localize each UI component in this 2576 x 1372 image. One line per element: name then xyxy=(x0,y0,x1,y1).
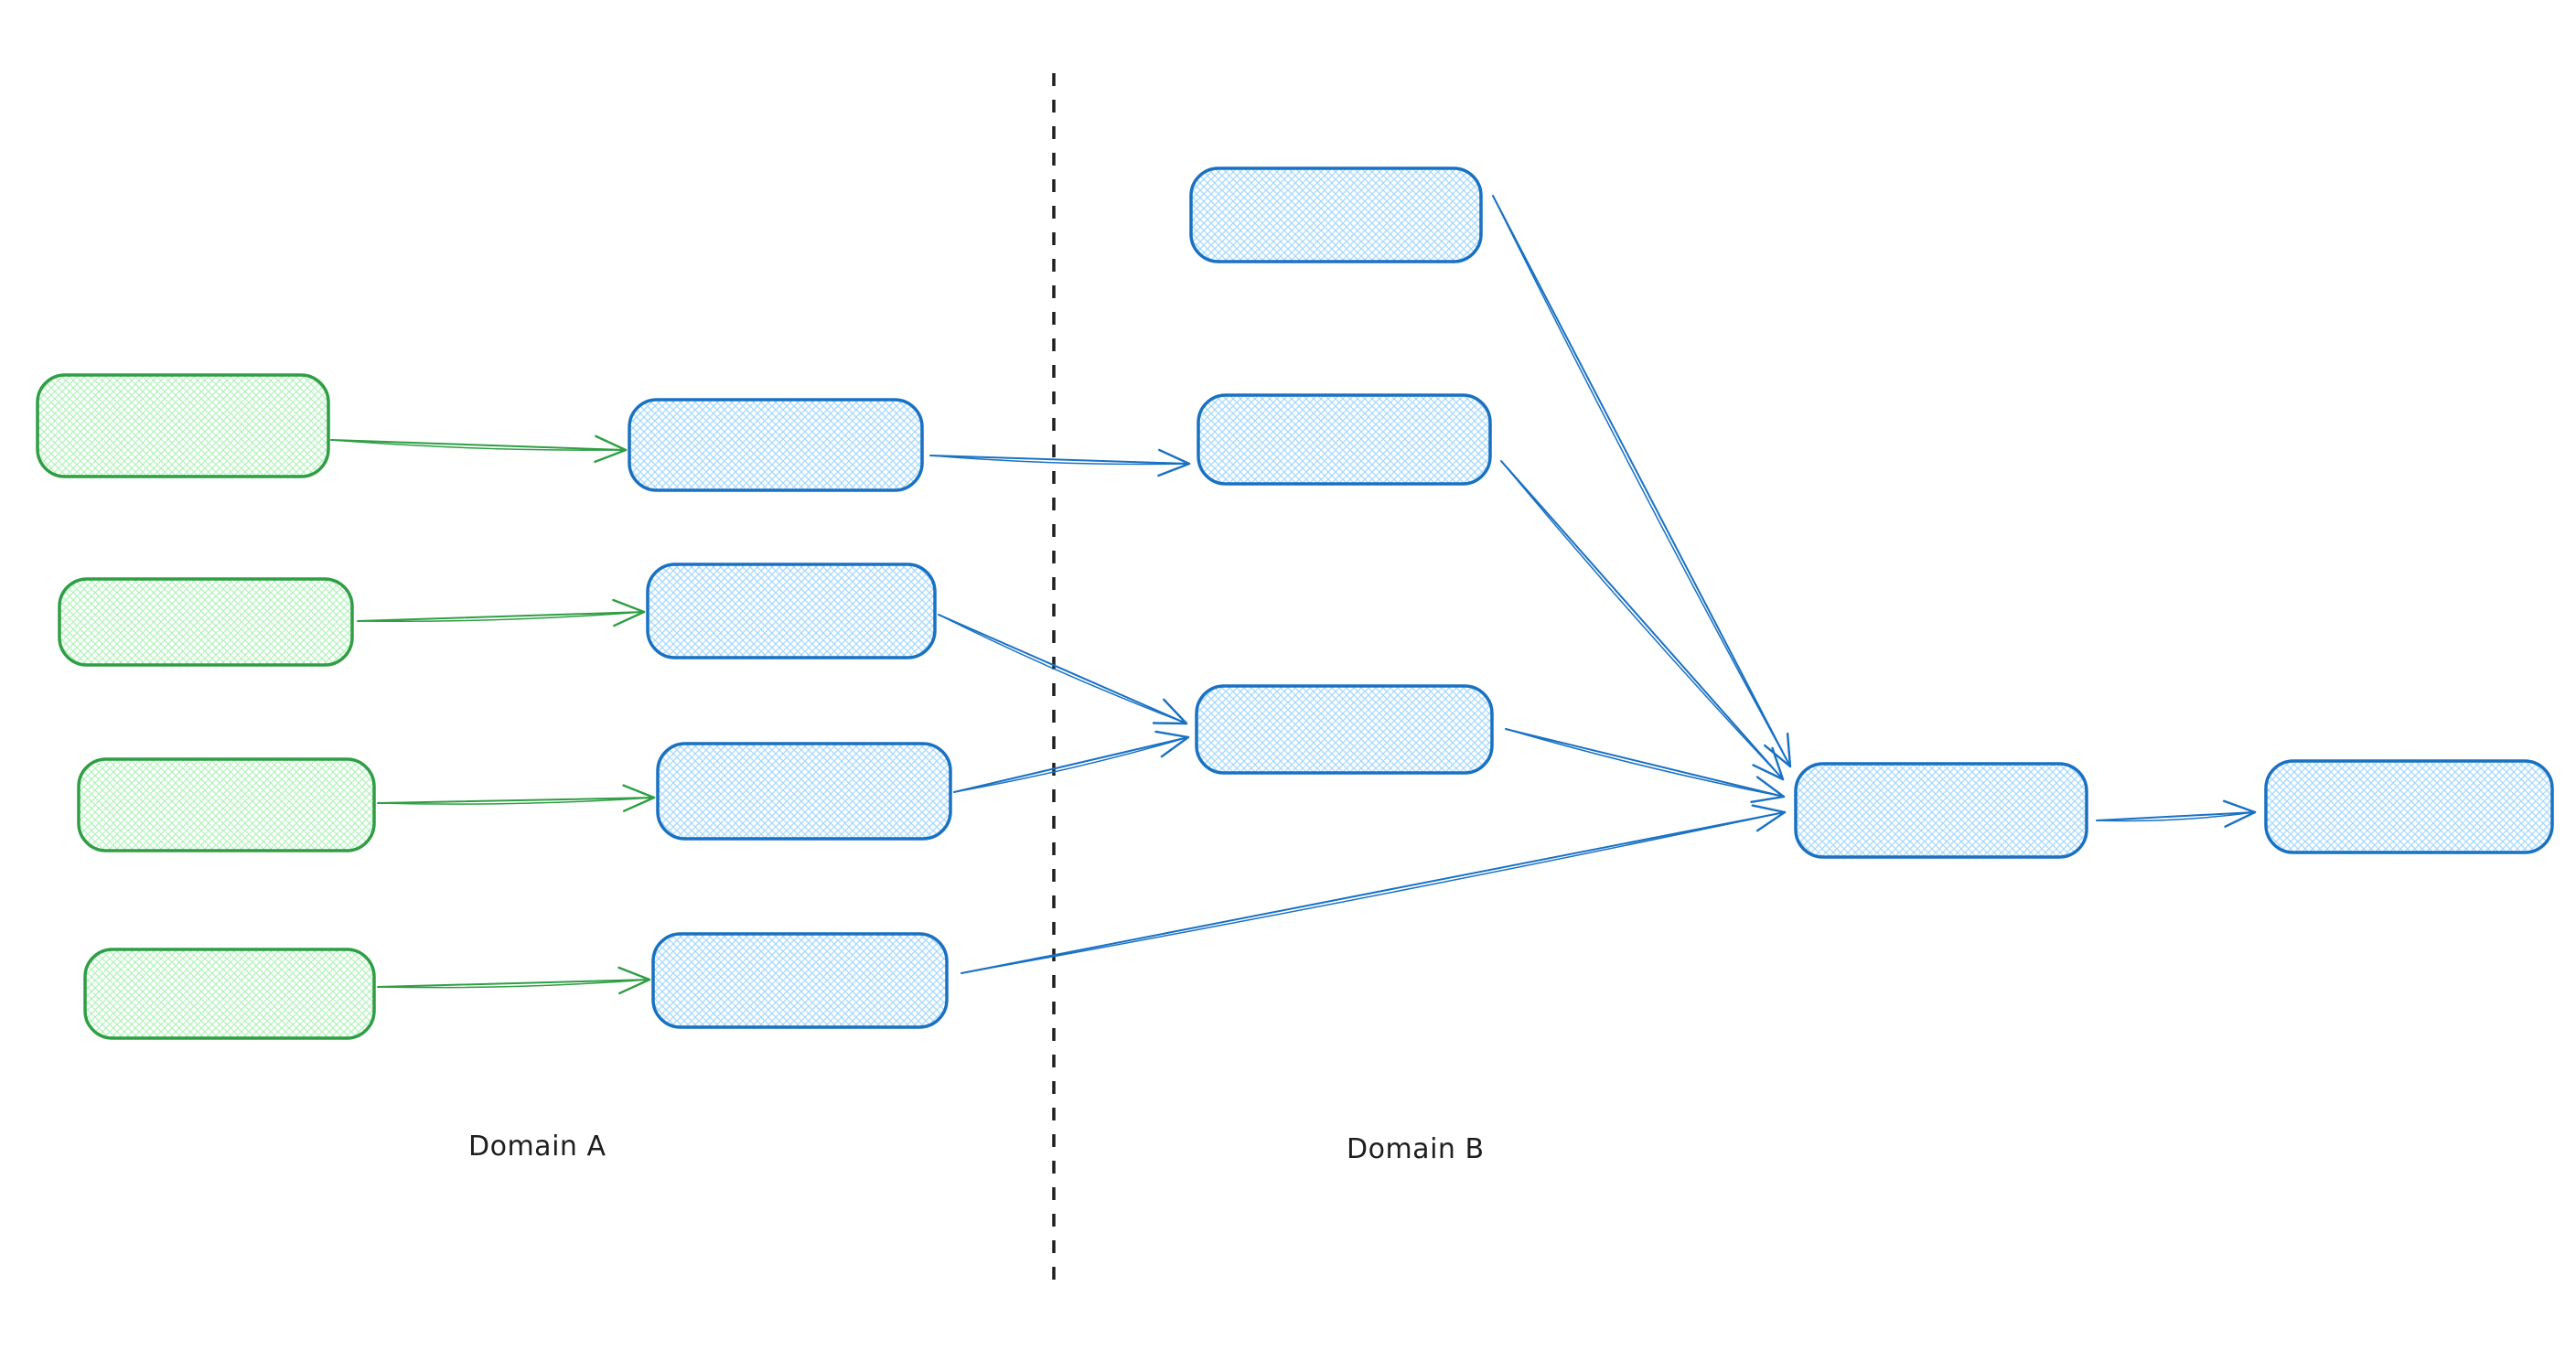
edge-stage-b-low-to-aggregator xyxy=(1505,728,1786,803)
edge-source-3-to-stage-a3 xyxy=(377,784,656,812)
node-stage-b-mid xyxy=(1197,393,1492,486)
node-stage-a2 xyxy=(646,563,937,659)
edge-stage-b-top-to-aggregator xyxy=(1492,195,1792,768)
edge-stage-b-mid-to-aggregator xyxy=(1500,460,1785,781)
node-stage-b-top xyxy=(1189,166,1483,263)
domain-a-label: Domain A xyxy=(468,1131,606,1163)
node-stage-a1 xyxy=(628,398,924,492)
node-aggregator xyxy=(1794,762,2088,859)
edge-stage-a4-to-aggregator xyxy=(961,804,1787,974)
node-source-2 xyxy=(58,577,354,667)
node-source-4 xyxy=(83,948,376,1040)
node-stage-a3 xyxy=(656,742,952,841)
node-source-3 xyxy=(77,757,376,852)
node-output xyxy=(2264,759,2554,854)
node-source-1 xyxy=(36,373,330,478)
domain-b-label: Domain B xyxy=(1347,1133,1485,1165)
edge-stage-a3-to-stage-b-low xyxy=(953,730,1190,793)
edge-source-1-to-stage-a1 xyxy=(330,434,628,464)
node-stage-b-low xyxy=(1195,684,1494,775)
edge-stage-a1-to-stage-b-mid xyxy=(929,448,1191,477)
node-stage-a4 xyxy=(651,932,949,1029)
edge-aggregator-to-output xyxy=(2096,799,2257,828)
edge-stage-a2-to-stage-b-low xyxy=(938,614,1188,725)
edge-source-4-to-stage-a4 xyxy=(377,966,651,995)
edge-source-2-to-stage-a2 xyxy=(357,598,646,627)
